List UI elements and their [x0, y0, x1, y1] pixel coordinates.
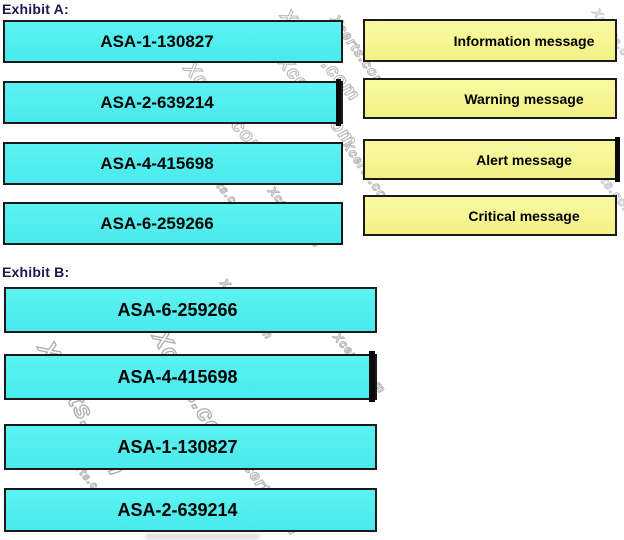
syslog-message-box[interactable]: ASA-2-639214	[3, 81, 343, 124]
syslog-message-label: ASA-4-415698	[100, 153, 214, 173]
syslog-message-label: ASA-4-415698	[117, 366, 238, 387]
severity-message-label: Alert message	[476, 151, 572, 168]
syslog-message-box[interactable]: ASA-6-259266	[3, 202, 343, 245]
syslog-message-label: ASA-6-259266	[117, 299, 238, 320]
severity-message-box[interactable]: Information message	[363, 19, 617, 62]
severity-message-label: Critical message	[468, 207, 580, 224]
cursor-artifact	[615, 137, 620, 182]
syslog-message-box[interactable]: ASA-4-415698	[3, 142, 343, 185]
cursor-artifact	[369, 351, 375, 402]
syslog-message-label: ASA-1-130827	[117, 436, 238, 457]
syslog-message-label: ASA-2-639214	[117, 499, 238, 520]
severity-message-box[interactable]: Alert message	[363, 139, 617, 180]
severity-message-label: Information message	[453, 32, 595, 49]
syslog-message-box[interactable]: ASA-4-415698	[4, 354, 377, 400]
cursor-artifact	[336, 79, 341, 126]
syslog-message-box[interactable]: ASA-1-130827	[4, 424, 377, 470]
syslog-message-label: ASA-2-639214	[100, 92, 214, 112]
severity-message-label: Warning message	[464, 90, 584, 107]
severity-message-box[interactable]: Warning message	[363, 78, 617, 119]
syslog-message-box[interactable]: ASA-6-259266	[4, 287, 377, 333]
exhibit-b-label: Exhibit B:	[2, 264, 70, 280]
syslog-message-label: ASA-6-259266	[100, 213, 214, 233]
scan-smudge	[145, 534, 260, 539]
syslog-message-box[interactable]: ASA-2-639214	[4, 488, 377, 532]
syslog-message-box[interactable]: ASA-1-130827	[3, 20, 343, 63]
exhibit-a-label: Exhibit A:	[2, 1, 69, 17]
syslog-message-label: ASA-1-130827	[100, 31, 214, 51]
severity-message-box[interactable]: Critical message	[363, 195, 617, 236]
